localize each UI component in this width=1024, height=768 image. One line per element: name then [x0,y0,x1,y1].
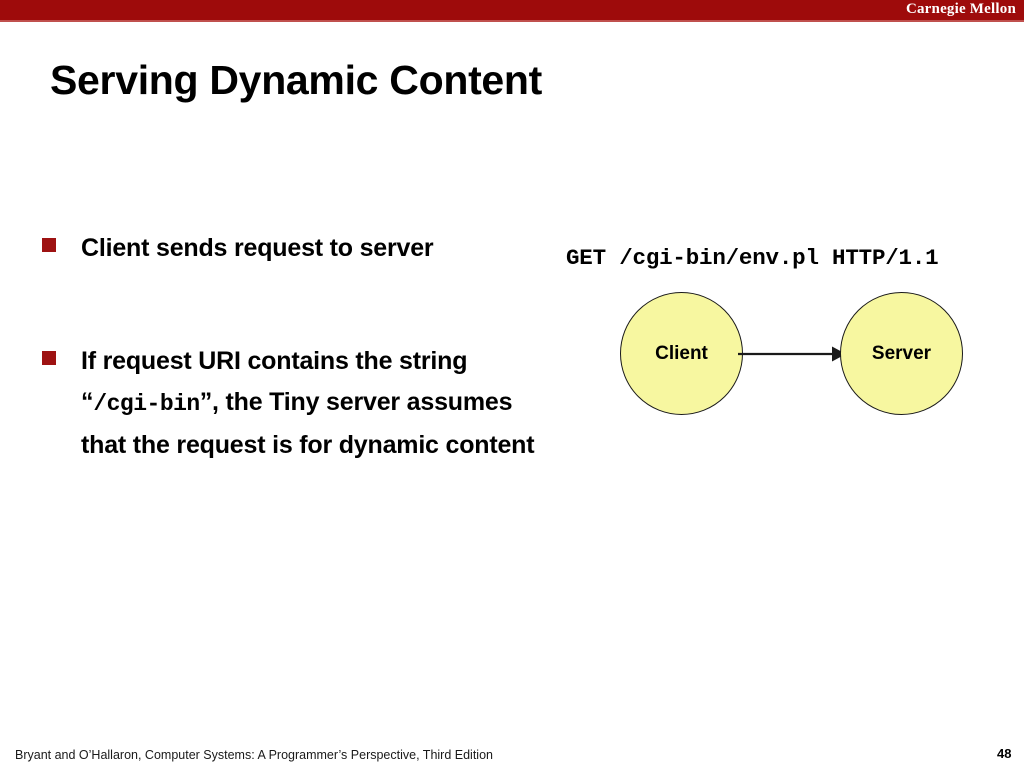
page-number: 48 [997,746,1012,761]
client-server-diagram: Client Server [600,288,1000,420]
square-bullet-icon [42,351,56,365]
footer-attribution: Bryant and O’Hallaron, Computer Systems:… [15,748,493,762]
bullet-text-2: If request URI contains the string “/cgi… [81,341,542,466]
diagram-node-client-label: Client [655,342,708,364]
list-item: Client sends request to server [42,228,542,269]
http-request-line: GET /cgi-bin/env.pl HTTP/1.1 [566,245,939,271]
bullet-code-cgi-bin: /cgi-bin [93,391,200,417]
bullet-list: Client sends request to server If reques… [42,228,542,466]
list-item: If request URI contains the string “/cgi… [42,341,542,466]
institution-name: Carnegie Mellon [905,1,1016,17]
bullet-text-1: Client sends request to server [81,234,434,262]
page-title: Serving Dynamic Content [50,57,543,103]
bullet-text-2-part1: If request URI contains the string “ [81,347,468,416]
square-bullet-icon [42,238,56,252]
diagram-node-client: Client [620,292,743,415]
diagram-node-server: Server [840,292,963,415]
top-banner: Carnegie Mellon [0,0,1024,22]
bullet-text-2-part2: ”, the Tiny server assumes that the requ… [81,388,535,459]
request-arrow-icon [738,346,846,362]
diagram-node-server-label: Server [871,342,932,364]
